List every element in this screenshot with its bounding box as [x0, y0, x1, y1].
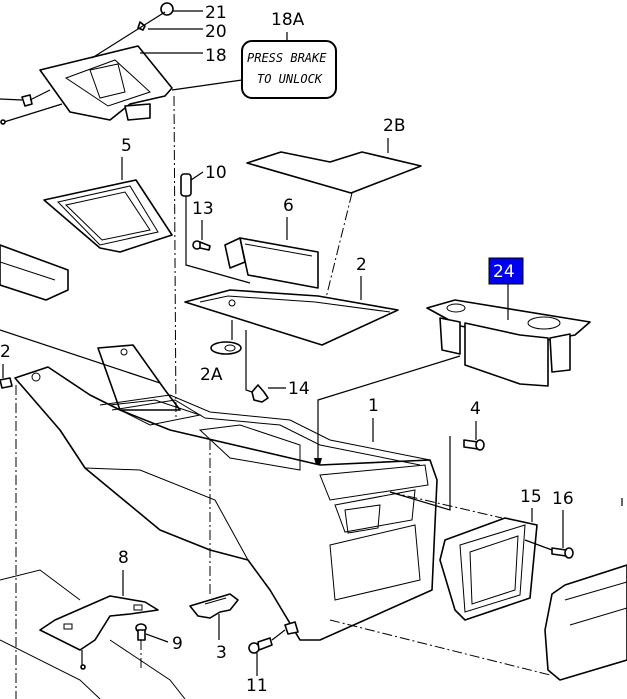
- part-3-retainer[interactable]: [189, 593, 239, 619]
- part-2-lid[interactable]: [184, 289, 399, 346]
- part-2b-pad[interactable]: [246, 151, 422, 194]
- note-line-1: PRESS BRAKE: [247, 51, 327, 65]
- callout-14: 14: [288, 379, 310, 399]
- callout-16: 16: [552, 489, 574, 509]
- callout-10: 10: [205, 163, 227, 183]
- callout-20: 20: [205, 22, 227, 42]
- part-14-clip[interactable]: [251, 384, 269, 403]
- left-panel-partial[interactable]: [0, 244, 69, 301]
- callout-5: 5: [121, 136, 132, 156]
- callout-24-box: [488, 257, 524, 285]
- part-13-screw[interactable]: [192, 240, 211, 251]
- note-18a-label: 18A PRESS BRAKE TO UNLOCK: [171, 10, 337, 99]
- part-4-screw[interactable]: [463, 439, 485, 451]
- part-8-bracket[interactable]: [39, 595, 159, 651]
- part-6-latch[interactable]: [224, 237, 319, 289]
- callout-15: 15: [520, 487, 542, 507]
- callout-2-left: 2: [0, 342, 11, 362]
- callout-1: 1: [368, 396, 379, 416]
- callout-24: 24: [493, 262, 515, 282]
- callout-2: 2: [356, 255, 367, 275]
- callout-3: 3: [216, 643, 227, 663]
- callout-2a: 2A: [200, 365, 223, 385]
- part-2a-clip[interactable]: [210, 341, 242, 355]
- callout-9: 9: [172, 634, 183, 654]
- part-1-console-body[interactable]: [14, 344, 438, 641]
- callout-4: 4: [470, 399, 481, 419]
- left-clip[interactable]: [21, 94, 33, 107]
- callout-11: 11: [246, 676, 268, 696]
- callout-2b: 2B: [383, 116, 405, 136]
- right-partial-bin[interactable]: [544, 564, 627, 681]
- part-15-bezel[interactable]: [439, 517, 538, 621]
- note-line-2: TO UNLOCK: [257, 72, 323, 86]
- callout-18: 18: [205, 46, 227, 66]
- part-18-shifter-bezel[interactable]: [39, 45, 173, 121]
- part-5-frame[interactable]: [43, 179, 173, 253]
- part-11-screw[interactable]: [248, 637, 273, 654]
- callout-21: 21: [205, 3, 227, 23]
- callout-6: 6: [283, 196, 294, 216]
- part-2-left-screw[interactable]: [0, 377, 13, 389]
- note-box: [241, 40, 337, 99]
- callout-8: 8: [118, 548, 129, 568]
- callout-13: 13: [192, 199, 214, 219]
- part-9-bolt[interactable]: [135, 623, 147, 641]
- callout-18a: 18A: [271, 10, 305, 30]
- part-10-spacer[interactable]: [180, 173, 192, 197]
- part-16-screw[interactable]: [551, 547, 574, 559]
